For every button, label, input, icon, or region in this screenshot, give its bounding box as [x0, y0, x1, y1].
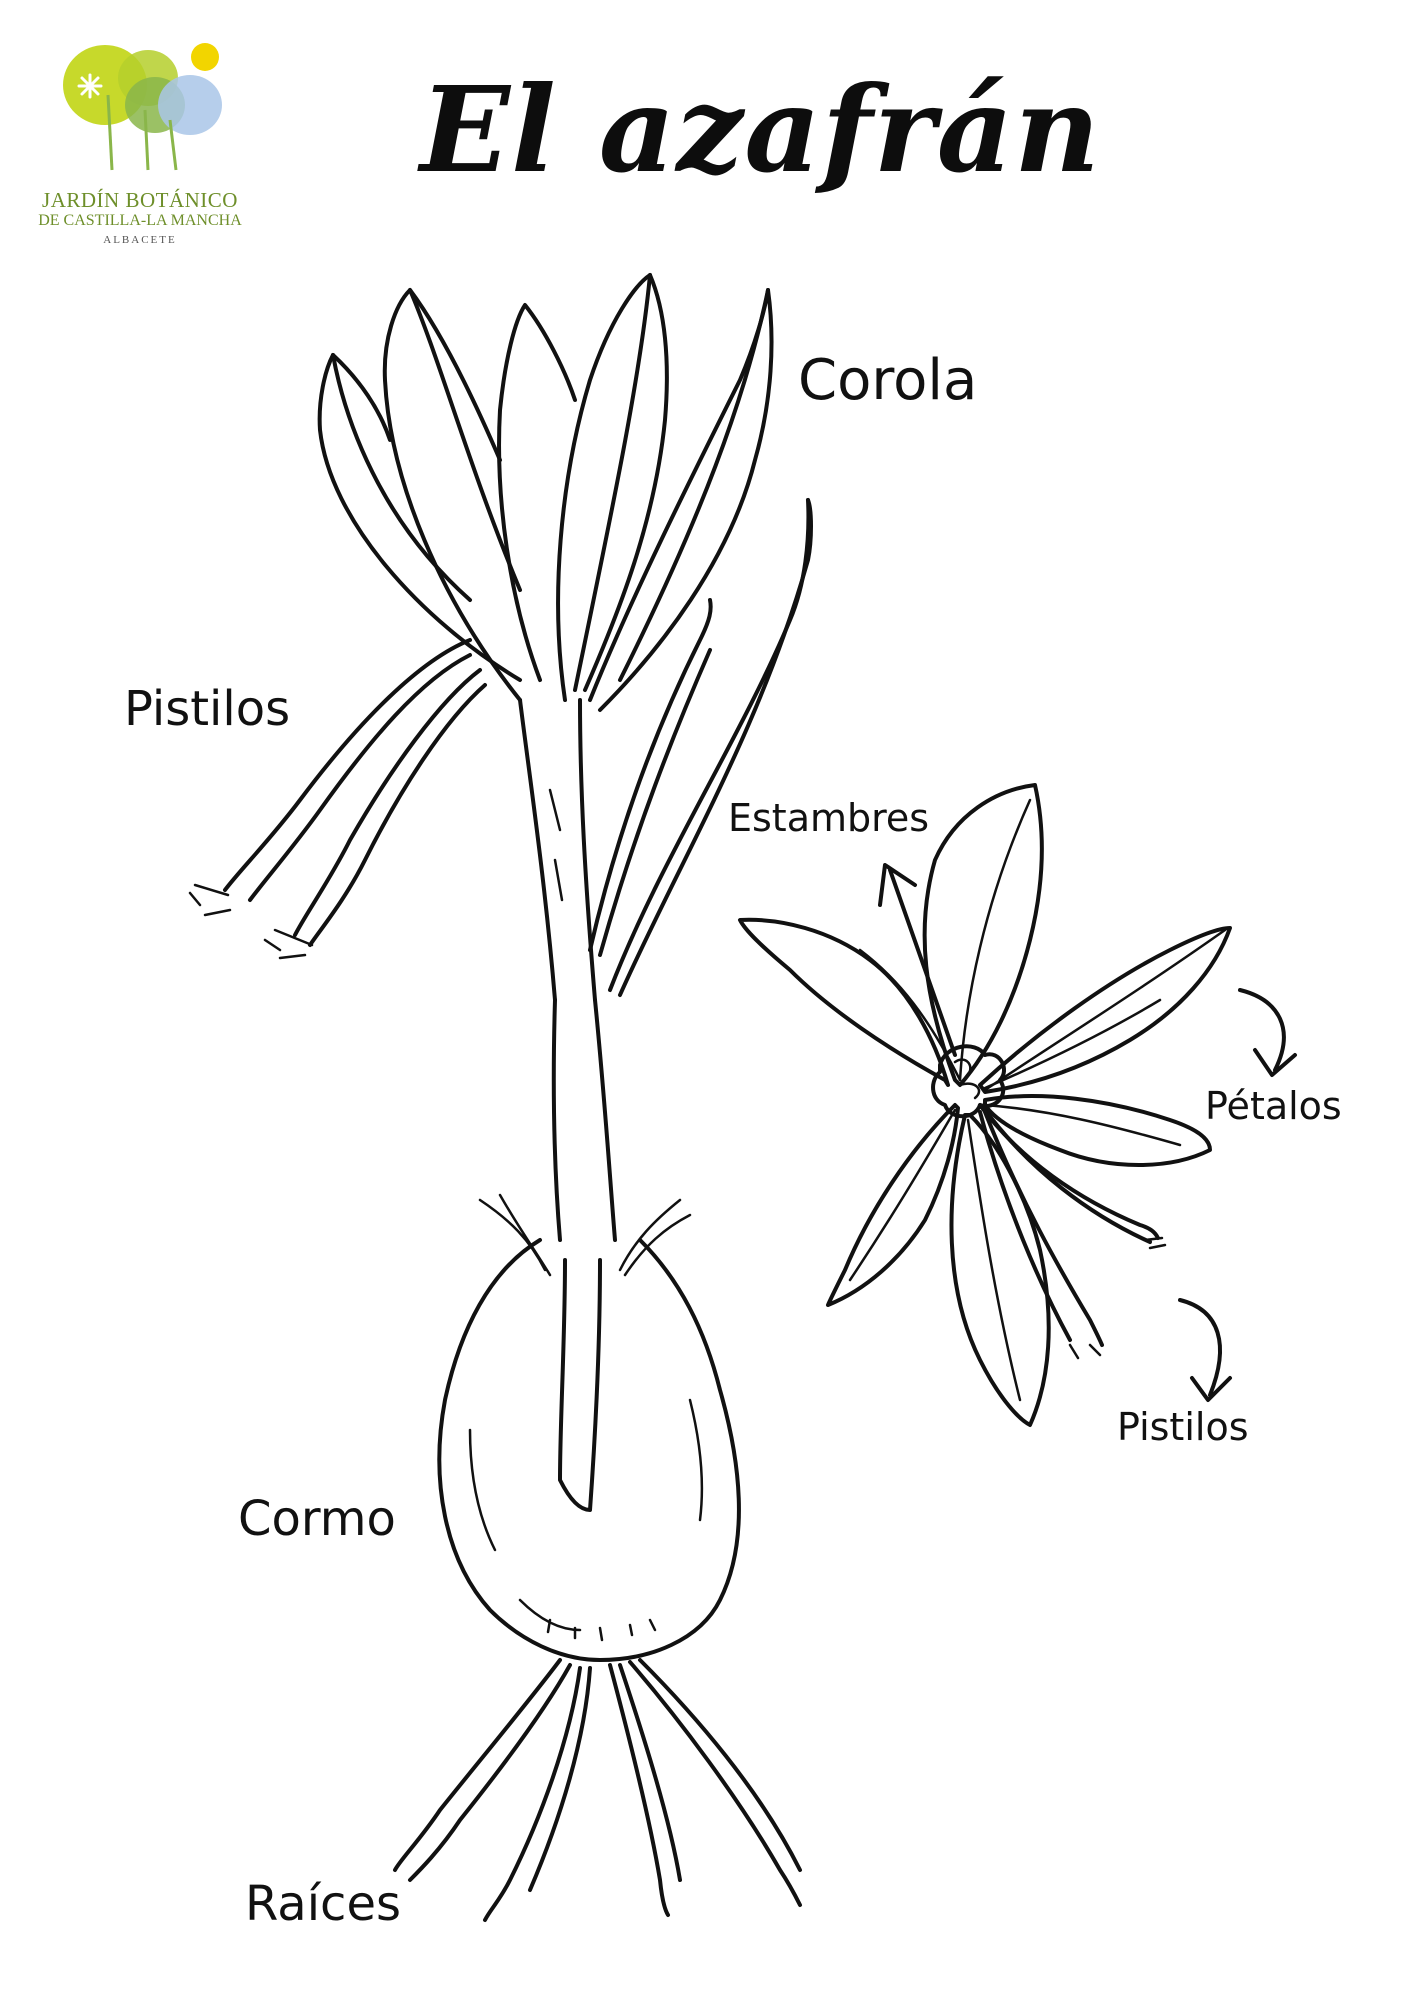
label-cormo: Cormo: [238, 1491, 396, 1547]
pistils-plant: [188, 638, 487, 960]
label-estambres: Estambres: [728, 796, 930, 840]
label-corola: Corola: [798, 348, 978, 413]
corm: [437, 1193, 741, 1662]
arrows: [878, 863, 1297, 1402]
label-petalos: Pétalos: [1205, 1084, 1342, 1128]
logo-line-1: JARDÍN BOTÁNICO: [42, 188, 238, 212]
leaves: [588, 498, 813, 997]
stem: [518, 698, 617, 1242]
pistils-arrow-icon: [1178, 1298, 1232, 1402]
corolla-petals: [317, 273, 774, 712]
roots: [393, 1658, 802, 1922]
stamens-arrow-icon: [878, 863, 957, 1057]
label-raices: Raíces: [245, 1876, 401, 1932]
open-flower: [738, 783, 1232, 1427]
logo-line-3: ALBACETE: [103, 234, 177, 246]
label-pistilos-plant: Pistilos: [124, 681, 291, 737]
logo-line-2: DE CASTILLA-LA MANCHA: [38, 212, 242, 229]
botanical-garden-logo-icon: [63, 43, 222, 171]
label-pistilos-flower: Pistilos: [1117, 1405, 1249, 1449]
page-title: El azafrán: [420, 60, 1101, 199]
petals-arrow-icon: [1238, 988, 1297, 1077]
